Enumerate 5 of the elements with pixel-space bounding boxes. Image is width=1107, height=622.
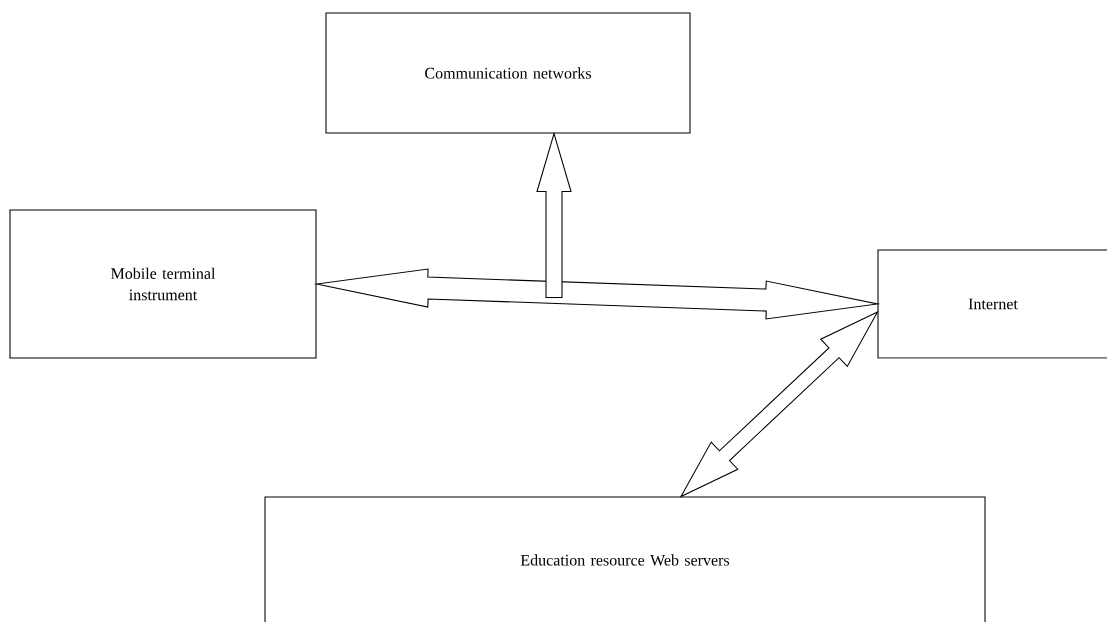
process-box: Communication networks [325, 12, 691, 134]
block-arrow [536, 131, 572, 299]
process-box: Education resource Web servers [264, 496, 986, 622]
process-box: Internet [877, 249, 1107, 359]
process-box: Mobile terminal instrument [9, 209, 317, 359]
